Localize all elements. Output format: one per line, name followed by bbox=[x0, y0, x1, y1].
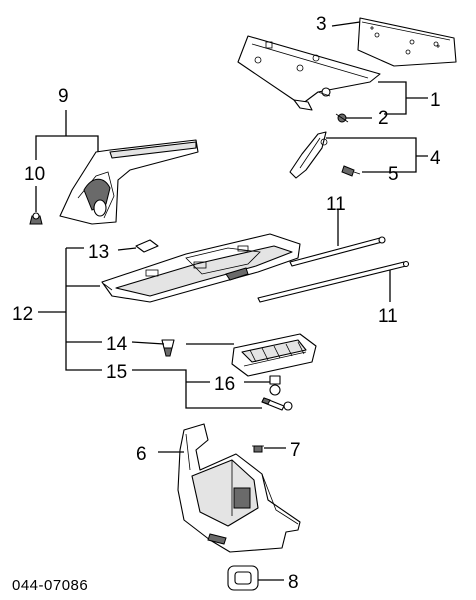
callout-11-upper: 11 bbox=[326, 194, 346, 215]
diagram-code: 044-07086 bbox=[12, 577, 88, 594]
callout-4: 4 bbox=[430, 148, 441, 169]
callout-10: 10 bbox=[24, 164, 45, 185]
part-3-panel bbox=[357, 17, 457, 67]
callout-2: 2 bbox=[378, 108, 389, 129]
leader-lines bbox=[35, 21, 428, 581]
callout-8: 8 bbox=[288, 572, 299, 593]
part-13-cover bbox=[135, 239, 159, 253]
callout-6: 6 bbox=[136, 444, 147, 465]
callout-13: 13 bbox=[88, 242, 109, 263]
part-1-upper-trim bbox=[237, 35, 381, 111]
callout-9: 9 bbox=[58, 86, 69, 107]
part-16-bulb-b bbox=[261, 397, 293, 411]
callout-7: 7 bbox=[290, 440, 301, 461]
part-11-strip-lower bbox=[257, 260, 410, 303]
part-8-grommet bbox=[227, 565, 259, 591]
part-5-screw bbox=[341, 165, 361, 177]
part-15-grille bbox=[231, 333, 317, 377]
part-11-strip-upper bbox=[289, 236, 386, 267]
callout-12: 12 bbox=[12, 304, 33, 325]
callout-16: 16 bbox=[214, 374, 235, 395]
callout-11-lower: 11 bbox=[378, 306, 398, 327]
callout-5: 5 bbox=[388, 164, 399, 185]
part-12-package-tray bbox=[101, 233, 301, 303]
callout-15: 15 bbox=[106, 362, 127, 383]
part-14-clip bbox=[161, 339, 175, 357]
part-10-clip bbox=[29, 212, 43, 225]
part-7-screw bbox=[252, 445, 264, 453]
callout-14: 14 bbox=[106, 334, 128, 355]
callout-3: 3 bbox=[316, 14, 327, 35]
part-9-pillar-trim bbox=[59, 139, 199, 225]
part-16-bulb-a bbox=[269, 375, 281, 396]
callout-1: 1 bbox=[430, 90, 441, 111]
part-6-quarter-trim bbox=[177, 423, 301, 553]
part-4-hook-trim bbox=[289, 131, 328, 179]
callout-labels: 3 1 2 4 5 9 10 11 13 12 11 14 15 16 6 7 … bbox=[12, 14, 441, 594]
